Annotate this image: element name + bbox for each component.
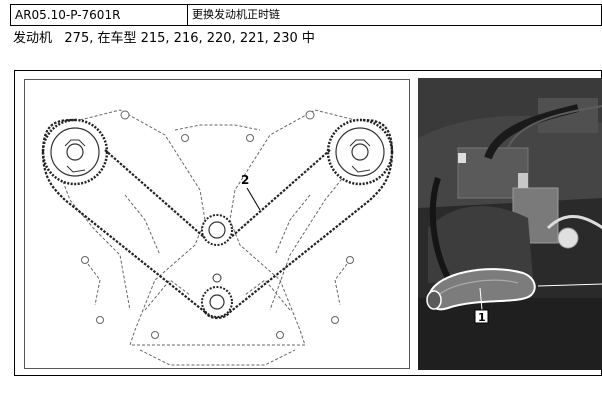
applicability-line: 发动机 275, 在车型 215, 216, 220, 221, 230 中 bbox=[13, 31, 315, 46]
figure-frame: 2 bbox=[14, 70, 602, 376]
engine-bay-photo: 1 bbox=[418, 78, 602, 370]
document-title: 更换发动机正时链 bbox=[192, 8, 280, 21]
engine-outline bbox=[54, 109, 366, 366]
intermediate-sprocket bbox=[201, 214, 233, 246]
timing-chain-drawing: 2 bbox=[41, 109, 394, 366]
bolt-circles bbox=[81, 110, 354, 339]
callout-2-leader bbox=[246, 187, 261, 211]
timing-chain-upper bbox=[41, 118, 394, 239]
header-table: AR05.10-P-7601R 更换发动机正时链 bbox=[10, 4, 602, 26]
right-camshaft-sprocket bbox=[326, 118, 394, 186]
engine-bay-photo-art: 1 bbox=[418, 78, 602, 370]
callout-1-box bbox=[474, 309, 489, 324]
left-camshaft-sprocket bbox=[41, 118, 109, 186]
callout-1-label: 1 bbox=[478, 311, 486, 324]
callout-2-label: 2 bbox=[241, 173, 249, 187]
timing-chain-diagram: 2 bbox=[24, 79, 410, 369]
timing-chain-lower bbox=[41, 151, 394, 320]
document-code: AR05.10-P-7601R bbox=[11, 5, 188, 25]
air-duct-part bbox=[426, 268, 536, 311]
crankshaft-sprocket bbox=[201, 273, 233, 318]
